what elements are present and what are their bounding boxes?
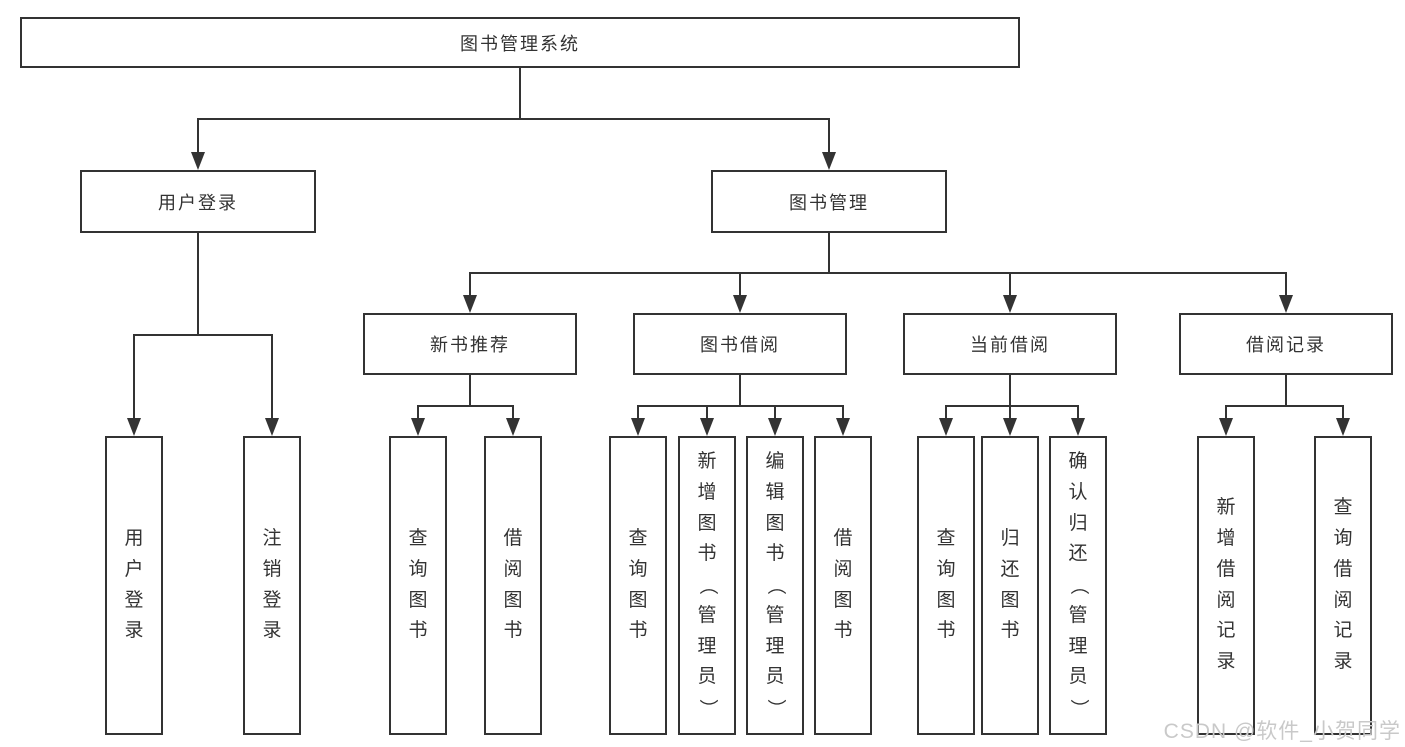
arrowhead: [836, 418, 850, 436]
arrowhead: [1279, 295, 1293, 313]
arrowhead: [939, 418, 953, 436]
arrowhead: [1336, 418, 1350, 436]
arrowhead: [506, 418, 520, 436]
node-book-borrow: 图书借阅: [633, 313, 847, 375]
node-new-book-recommend: 新书推荐: [363, 313, 577, 375]
leaf-query-books-borrow: 查询图书: [609, 436, 667, 735]
arrowhead: [1003, 295, 1017, 313]
node-user-login: 用户登录: [80, 170, 316, 233]
arrowheads: [127, 152, 1350, 436]
connector-current-borrow-fork: [945, 374, 1079, 421]
arrowhead: [631, 418, 645, 436]
arrowhead: [1003, 418, 1017, 436]
leaf-add-books-admin: 新增图书（管理员）: [678, 436, 736, 735]
connector-book-borrow-fork: [637, 374, 844, 421]
arrowhead: [1071, 418, 1085, 436]
node-library-management-system: 图书管理系统: [20, 17, 1020, 68]
leaf-add-borrow-record: 新增借阅记录: [1197, 436, 1255, 735]
arrowhead: [1219, 418, 1233, 436]
leaf-query-borrow-record: 查询借阅记录: [1314, 436, 1372, 735]
connector-new-book-fork: [417, 374, 514, 421]
leaf-user-login: 用户登录: [105, 436, 163, 735]
node-current-borrow: 当前借阅: [903, 313, 1117, 375]
leaf-edit-books-admin: 编辑图书（管理员）: [746, 436, 804, 735]
connector-user-login-fork: [133, 232, 273, 421]
arrowhead: [191, 152, 205, 170]
leaf-logout: 注销登录: [243, 436, 301, 735]
arrowhead: [768, 418, 782, 436]
arrowhead: [733, 295, 747, 313]
watermark: CSDN @软件_小贺同学: [1163, 720, 1401, 743]
arrowhead: [463, 295, 477, 313]
arrowhead: [822, 152, 836, 170]
leaf-return-books: 归还图书: [981, 436, 1039, 735]
leaf-confirm-return-admin: 确认归还（管理员）: [1049, 436, 1107, 735]
leaf-borrow-books: 借阅图书: [814, 436, 872, 735]
arrowhead: [127, 418, 141, 436]
connector-root-to-level1: [197, 67, 830, 155]
arrowhead: [411, 418, 425, 436]
arrowhead: [700, 418, 714, 436]
arrowhead: [265, 418, 279, 436]
connector-book-mgmt-fork: [469, 232, 1287, 298]
leaf-query-books-current: 查询图书: [917, 436, 975, 735]
connector-borrow-records-fork: [1225, 374, 1344, 421]
node-borrow-records: 借阅记录: [1179, 313, 1393, 375]
leaf-query-books-recommend: 查询图书: [389, 436, 447, 735]
node-book-management: 图书管理: [711, 170, 947, 233]
leaf-borrow-books-recommend: 借阅图书: [484, 436, 542, 735]
